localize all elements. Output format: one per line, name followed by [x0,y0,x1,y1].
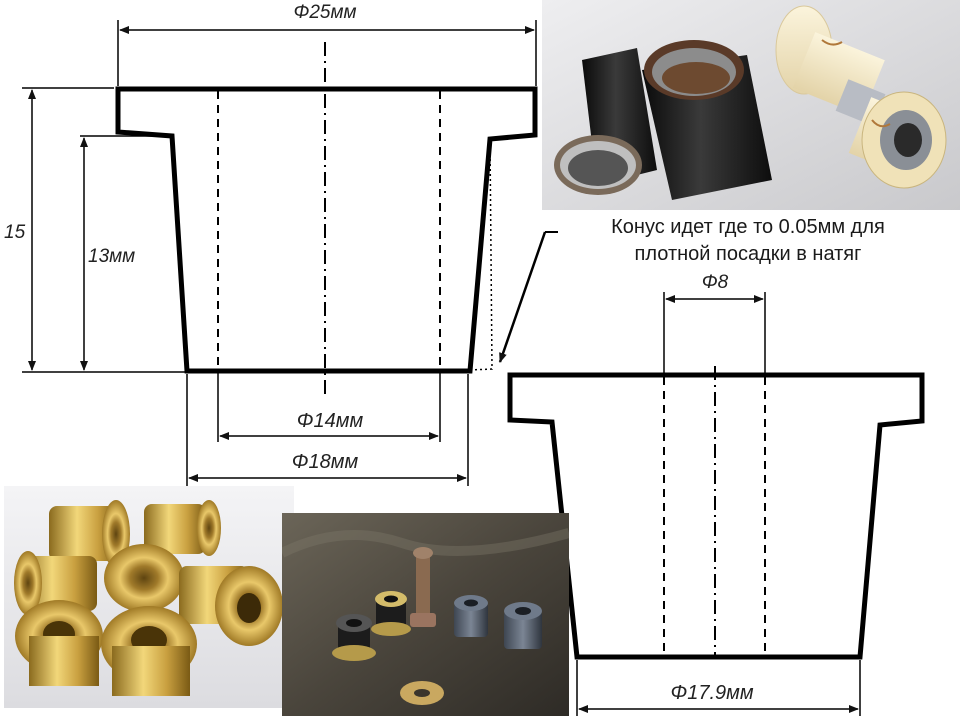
body-diameter-label: Φ18мм [292,451,359,473]
inner-diameter-label: Φ14мм [297,410,364,432]
black-bushing-center [642,40,772,200]
bolt [410,547,436,627]
total-height-label: 15 [4,222,26,243]
body-height-label: 13мм [88,246,135,267]
main-bushing-outline [115,86,538,374]
grey-bushing-left [454,595,488,637]
annotation-leader [498,231,558,363]
photo-brass-bushings [4,486,294,708]
photo-workbench-parts [282,513,569,716]
grey-bushing-right [504,602,542,649]
taper-annotation: Конус идет где то 0.05мм для плотной пос… [548,214,948,268]
secondary-bushing-outline [507,372,925,660]
black-bushing-small-left [332,614,376,661]
black-bushing-small-right [371,591,411,636]
main-bushing-drawing: Φ25мм 15 13мм Φ14мм Φ18мм [4,2,538,486]
washer [400,681,444,705]
brass-bushing-group [14,500,283,696]
photo-steel-and-plastic-bushings [542,0,960,210]
black-bushing-left [554,48,657,195]
bore-diameter-label: Φ8 [702,272,729,293]
outer-diameter-label: Φ25мм [293,2,356,23]
white-bushing-assembly [775,5,947,189]
secondary-bushing-drawing: Φ8 Φ17.9мм [507,272,925,716]
taper-annotation-line1: Конус идет где то 0.05мм для [611,216,885,238]
taper-reference-line [469,138,493,371]
secondary-body-diameter-label: Φ17.9мм [670,682,753,704]
taper-annotation-line2: плотной посадки в натяг [634,243,862,265]
